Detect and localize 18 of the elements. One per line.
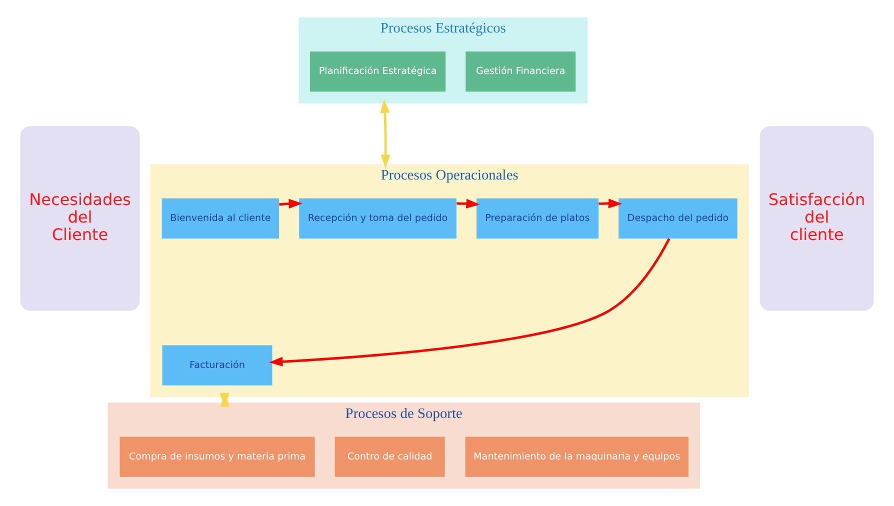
arrow bbox=[456, 198, 480, 208]
node-box: Despacho del pedido bbox=[618, 198, 738, 239]
node-box: Contro de calidad bbox=[334, 436, 445, 477]
node-box: Recepción y toma del pedido bbox=[299, 198, 456, 239]
arrow bbox=[380, 99, 390, 168]
node-box: Facturación bbox=[162, 345, 272, 386]
node-box: Necesidades del Cliente bbox=[20, 126, 140, 311]
node-box: Mantenimiento de la maquinaria y equipos bbox=[465, 436, 688, 477]
arrow bbox=[598, 198, 622, 208]
arrow bbox=[279, 198, 302, 208]
node-box: Preparación de platos bbox=[476, 198, 598, 239]
node-box: Planificación Estratégica bbox=[310, 52, 446, 92]
node-box: Gestión Financiera bbox=[466, 52, 576, 92]
arrow bbox=[220, 392, 230, 407]
node-box: Bienvenida al cliente bbox=[162, 198, 280, 239]
node-box: Satisfacción del cliente bbox=[760, 126, 874, 311]
arrow bbox=[268, 238, 670, 366]
node-box: Compra de insumos y materia prima bbox=[120, 436, 315, 477]
